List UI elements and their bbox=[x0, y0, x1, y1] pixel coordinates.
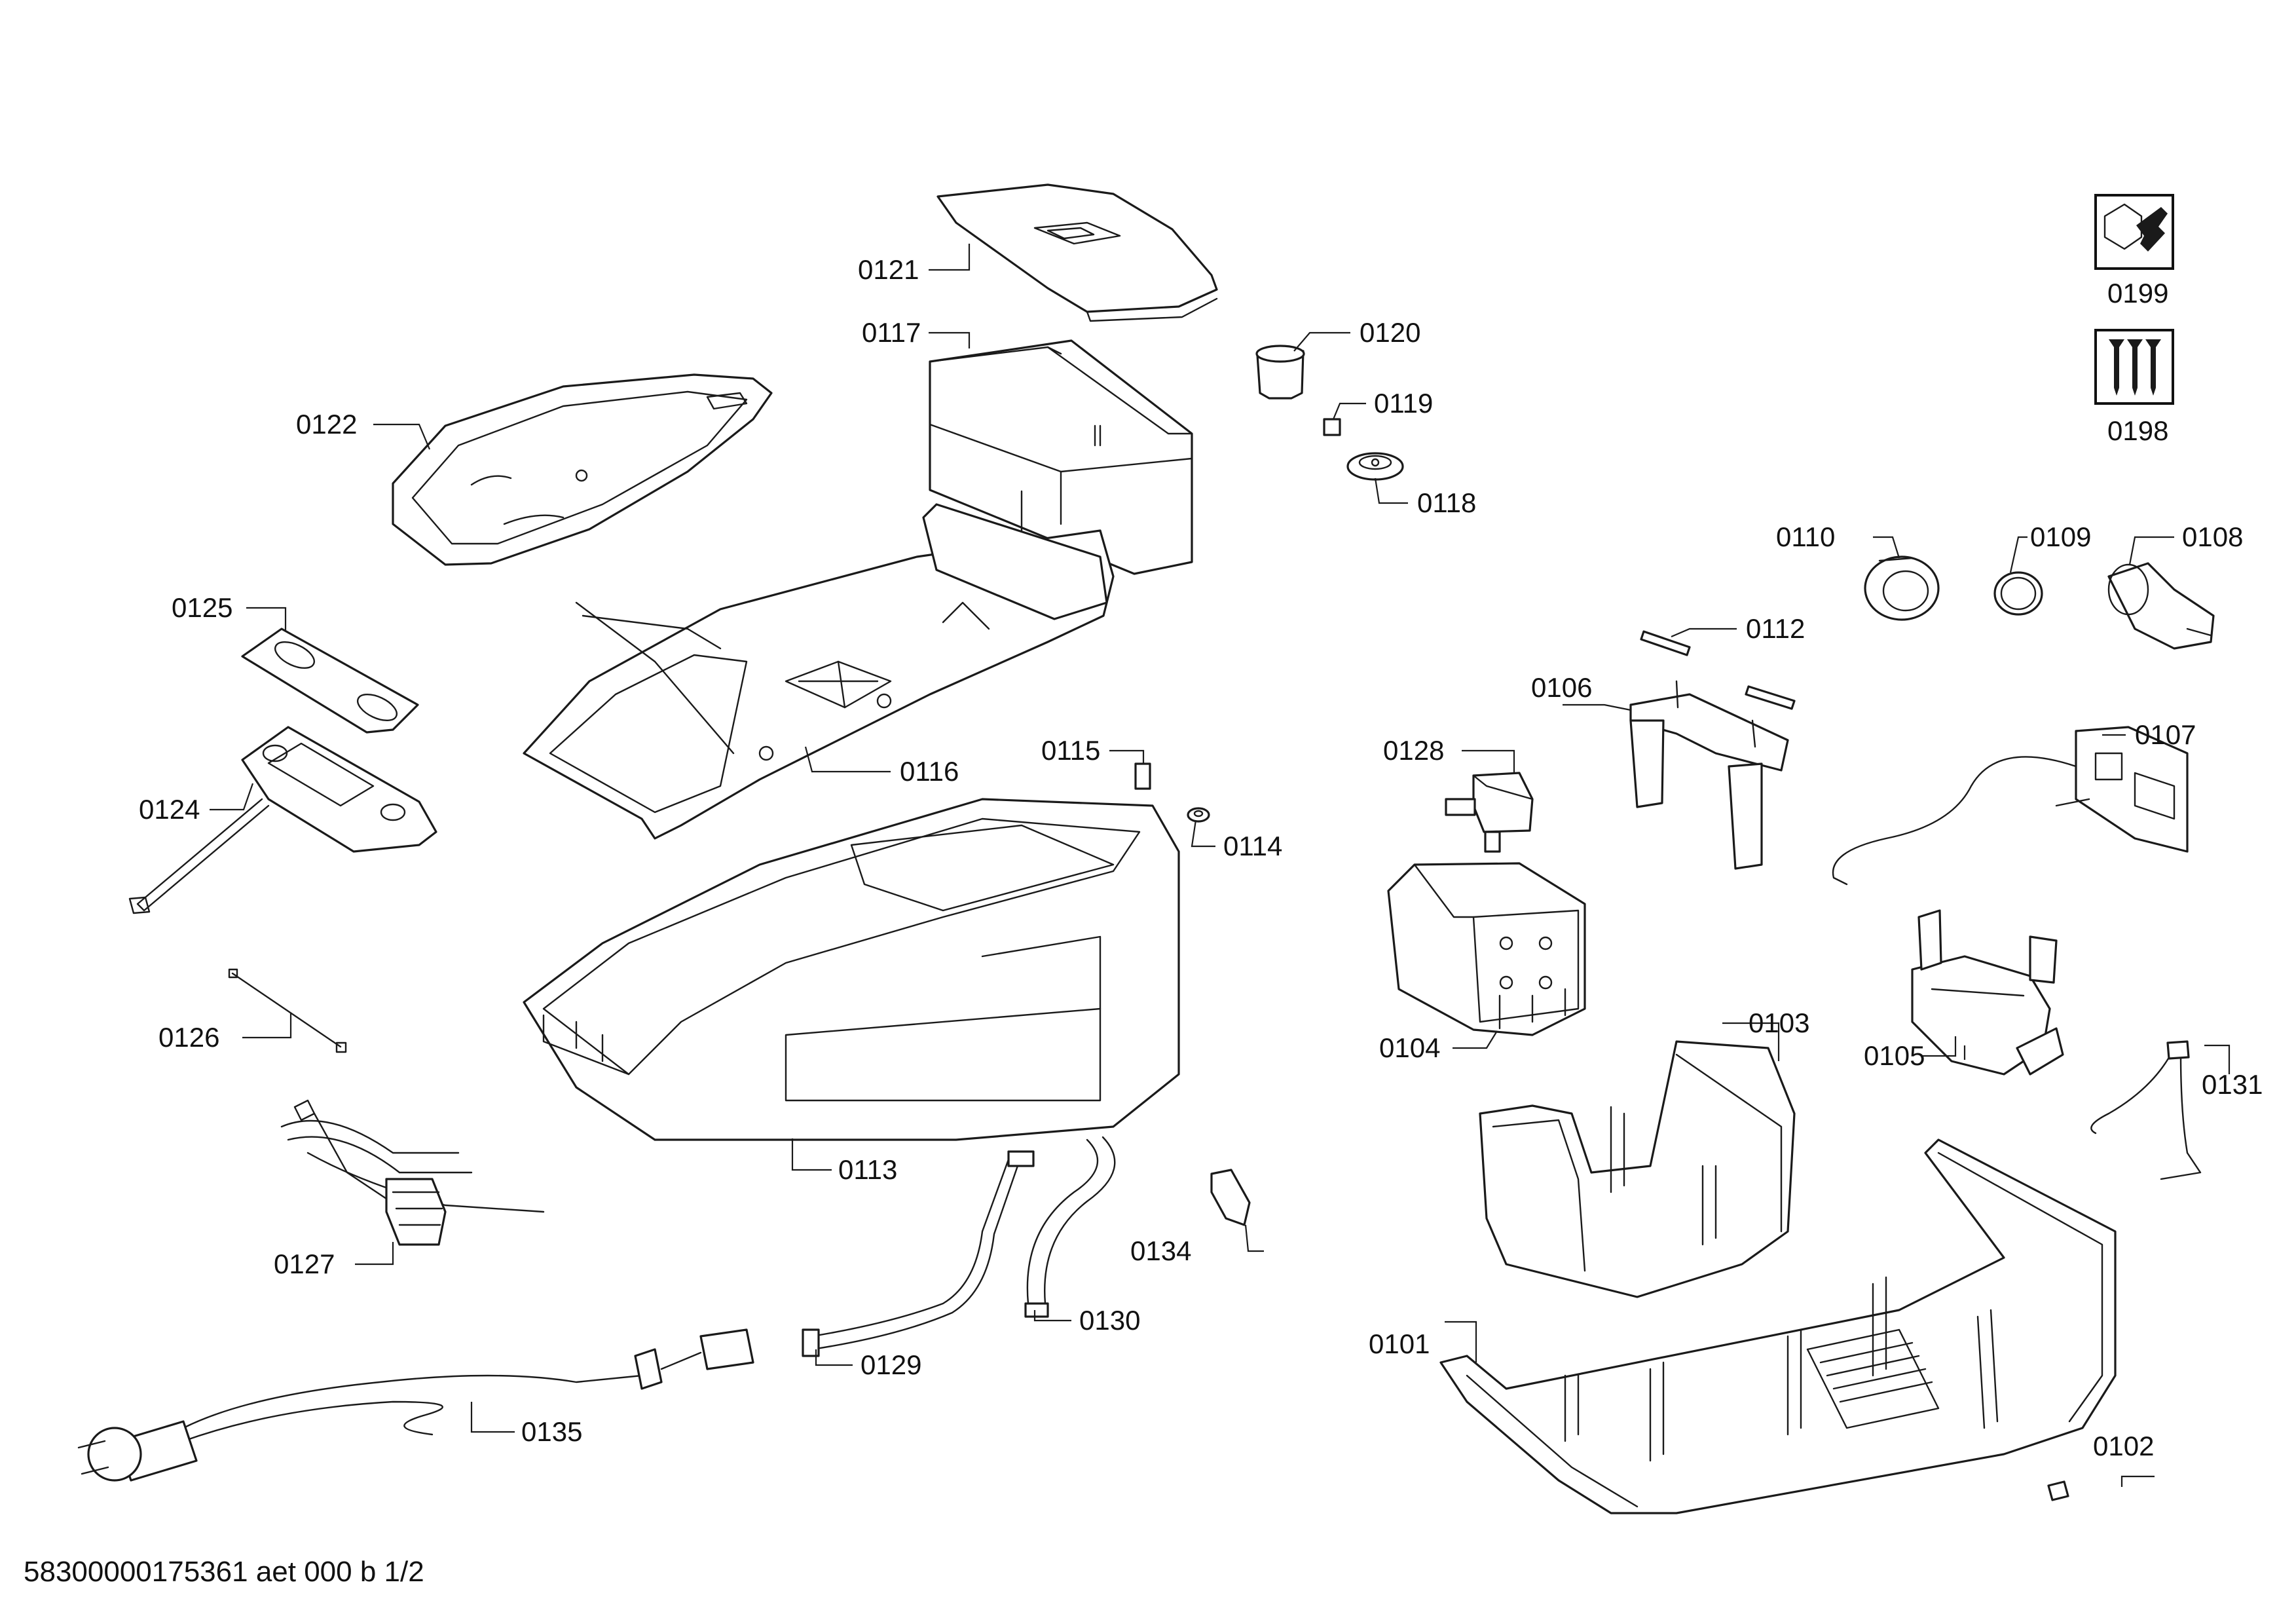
part-0101-base bbox=[1439, 1138, 2117, 1514]
part-label-0113: 0113 bbox=[838, 1154, 897, 1185]
part-label-0108: 0108 bbox=[2182, 521, 2243, 552]
part-label-0116: 0116 bbox=[900, 756, 959, 787]
part-label-0119: 0119 bbox=[1374, 388, 1433, 419]
leader-lines bbox=[210, 244, 2231, 1487]
part-label-0128: 0128 bbox=[1383, 735, 1444, 766]
part-0114-grommet bbox=[1187, 807, 1210, 823]
part-0131-harness bbox=[2090, 1040, 2202, 1180]
part-0119-pin bbox=[1323, 418, 1341, 436]
part-0110-ring bbox=[1864, 555, 1940, 621]
part-label-0127: 0127 bbox=[274, 1248, 335, 1279]
part-label-0121: 0121 bbox=[858, 254, 919, 285]
part-label-0134: 0134 bbox=[1130, 1235, 1191, 1266]
tool-kit-icon bbox=[2094, 194, 2174, 270]
part-0117-water-tank bbox=[929, 339, 1193, 575]
part-0105-pump bbox=[1911, 909, 2064, 1076]
part-0124-control-panel bbox=[128, 726, 437, 914]
part-label-0106: 0106 bbox=[1531, 672, 1592, 703]
part-0107-control-board bbox=[1832, 726, 2189, 886]
part-label-0125: 0125 bbox=[172, 592, 232, 623]
part-label-0101: 0101 bbox=[1369, 1328, 1430, 1359]
icon-number-0198: 0198 bbox=[2107, 415, 2168, 446]
part-0118-disc bbox=[1346, 452, 1404, 481]
part-label-0104: 0104 bbox=[1379, 1032, 1440, 1063]
part-0122-drip-tray bbox=[392, 373, 773, 566]
icon-number-0199: 0199 bbox=[2107, 278, 2168, 309]
part-0130-hose bbox=[1024, 1136, 1116, 1318]
part-0116-upper-housing bbox=[523, 503, 1115, 840]
part-0103-inner-frame bbox=[1479, 1040, 1796, 1298]
part-0115-clip bbox=[1134, 762, 1151, 790]
part-label-0114: 0114 bbox=[1223, 831, 1282, 861]
part-label-0130: 0130 bbox=[1079, 1305, 1140, 1336]
part-label-0107: 0107 bbox=[2135, 719, 2196, 750]
part-0127-wiring-loom bbox=[280, 1099, 545, 1246]
part-0135-power-cord bbox=[77, 1328, 754, 1482]
part-0129-hose bbox=[802, 1150, 1035, 1357]
part-label-0118: 0118 bbox=[1417, 487, 1476, 518]
part-0104-boiler bbox=[1387, 862, 1586, 1036]
document-id: 58300000175361 aet 000 b 1/2 bbox=[24, 1556, 424, 1588]
part-0108-connector bbox=[2107, 562, 2215, 650]
part-label-0110: 0110 bbox=[1776, 521, 1835, 552]
part-label-0115: 0115 bbox=[1041, 735, 1100, 766]
part-label-0126: 0126 bbox=[158, 1022, 219, 1053]
part-0109-o-ring bbox=[1993, 571, 2043, 616]
part-label-0117: 0117 bbox=[862, 317, 921, 348]
part-0128-solenoid-valve bbox=[1445, 772, 1534, 853]
part-0120-knob bbox=[1255, 345, 1305, 400]
part-label-0122: 0122 bbox=[296, 409, 357, 440]
part-label-0124: 0124 bbox=[139, 794, 200, 825]
part-0112-pins bbox=[1640, 630, 1796, 710]
part-label-0135: 0135 bbox=[521, 1416, 582, 1447]
part-0121-lid bbox=[936, 183, 1218, 322]
part-label-0102: 0102 bbox=[2093, 1431, 2154, 1461]
screw-set-icon bbox=[2094, 329, 2174, 405]
part-0106-coffee-outlet bbox=[1629, 680, 1789, 870]
part-label-0105: 0105 bbox=[1864, 1040, 1925, 1071]
part-label-0103: 0103 bbox=[1749, 1007, 1809, 1038]
part-label-0120: 0120 bbox=[1360, 317, 1420, 348]
part-0113-main-housing bbox=[523, 798, 1180, 1141]
part-label-0129: 0129 bbox=[861, 1349, 921, 1380]
part-label-0112: 0112 bbox=[1746, 613, 1805, 644]
part-0102-foot bbox=[2047, 1480, 2069, 1501]
part-label-0109: 0109 bbox=[2030, 521, 2091, 552]
part-0134-clip bbox=[1210, 1169, 1251, 1226]
part-0125-cover-plate bbox=[241, 628, 419, 734]
part-label-0131: 0131 bbox=[2202, 1069, 2263, 1100]
part-0126-cable bbox=[228, 968, 347, 1053]
